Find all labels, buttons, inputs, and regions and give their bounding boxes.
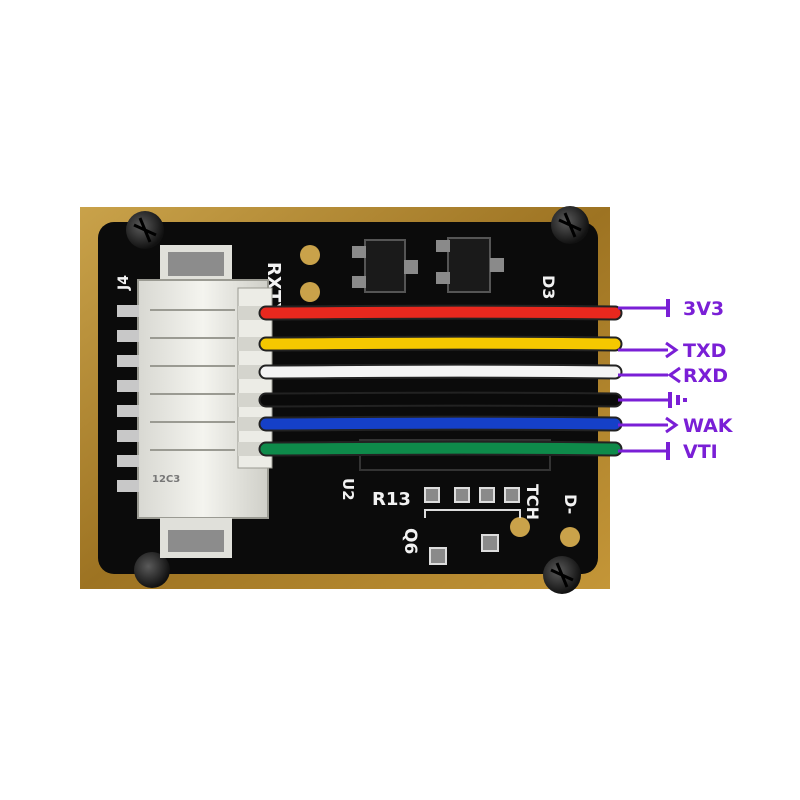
silk-tch: TCH	[523, 484, 542, 520]
arrow-left-icon	[667, 366, 681, 384]
silk-d-minus: D-	[561, 494, 580, 514]
smd-pads-bottom	[424, 487, 521, 565]
housing-text: 12C3	[152, 474, 180, 485]
screw-bottom-left	[134, 552, 170, 588]
silk-u2: U2	[339, 478, 357, 501]
pin-callout-vti: VTI	[618, 441, 718, 463]
pin-label-wak: WAK	[683, 415, 734, 437]
wire-bundle	[238, 304, 623, 457]
pin-callout-3v3: 3V3	[618, 298, 724, 320]
wire-vti	[260, 442, 621, 455]
wire-rxd	[260, 365, 621, 378]
pin-label-3v3: 3V3	[683, 298, 724, 320]
silk-q6: Q6	[400, 528, 420, 554]
connector-pins	[117, 305, 139, 492]
screw-bottom-right	[543, 556, 581, 594]
pin-label-rxd: RXD	[683, 365, 728, 387]
pin-callout-gnd	[618, 392, 687, 408]
gold-pads	[300, 245, 580, 547]
wire-txd	[260, 337, 621, 350]
pin-label-txd: TXD	[683, 340, 726, 362]
silk-r13: R13	[372, 489, 411, 510]
arrow-right-icon	[665, 341, 679, 359]
screw-top-right	[551, 206, 589, 244]
screw-top-left	[126, 211, 164, 249]
connector-slots	[150, 309, 235, 451]
silk-d3: D3	[539, 275, 558, 299]
silk-j4: J4	[116, 275, 132, 291]
wire-3v3	[260, 306, 621, 319]
pin-callout-rxd: RXD	[618, 365, 728, 387]
wire-wak	[260, 417, 621, 430]
pin-callout-wak: WAK	[618, 415, 734, 437]
smd-transistor-1	[352, 239, 418, 293]
arrow-right-icon	[665, 416, 679, 434]
pin-label-vti: VTI	[683, 441, 718, 463]
wire-gnd	[260, 393, 621, 406]
pin-callout-txd: TXD	[618, 340, 726, 362]
smd-transistor-2	[436, 237, 504, 293]
